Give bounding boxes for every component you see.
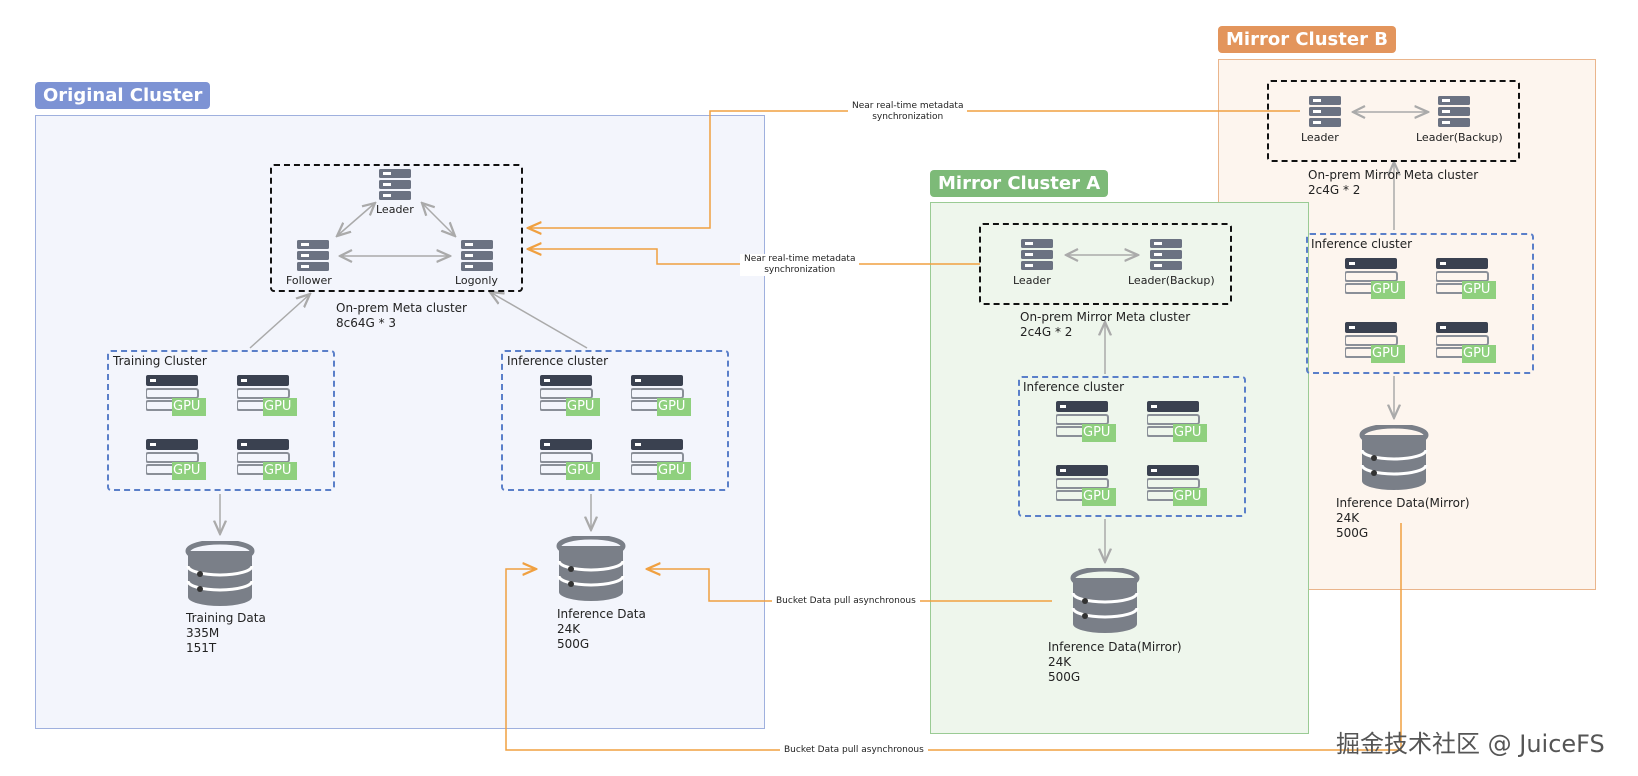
gpu-label: GPU: [173, 463, 201, 478]
gpu-label: GPU: [1463, 282, 1491, 297]
original-inference-cluster-box: [501, 350, 729, 491]
mirror-b-data-database-icon: [1359, 425, 1429, 490]
mirror-a-backup-label: Leader(Backup): [1128, 274, 1215, 287]
mirror-b-backup-label: Leader(Backup): [1416, 131, 1503, 144]
gpu-label: GPU: [1372, 346, 1400, 361]
gpu-label: GPU: [1372, 282, 1400, 297]
gpu-server-icon: GPU: [145, 374, 206, 416]
gpu-server-icon: GPU: [236, 438, 297, 480]
gpu-server-icon: GPU: [236, 374, 297, 416]
mirror-a-inference-cluster-box: [1018, 376, 1246, 517]
gpu-label: GPU: [567, 399, 595, 414]
gpu-server-icon: GPU: [1055, 400, 1116, 442]
original-cluster-panel: [35, 115, 765, 729]
training-data-database-icon: [185, 541, 255, 606]
gpu-server-icon: GPU: [145, 438, 206, 480]
gpu-label: GPU: [264, 399, 292, 414]
gpu-label: GPU: [264, 463, 292, 478]
gpu-label: GPU: [567, 463, 595, 478]
gpu-server-icon: GPU: [1146, 400, 1207, 442]
gpu-label: GPU: [1174, 425, 1202, 440]
mirror-a-data-database-icon: [1070, 568, 1140, 633]
gpu-server-icon: GPU: [1435, 257, 1496, 299]
gpu-server-icon: GPU: [539, 438, 600, 480]
mirror-a-meta-cluster-box: [979, 223, 1232, 305]
mirror-b-backup-server-icon: [1438, 96, 1470, 127]
gpu-server-icon: GPU: [630, 374, 691, 416]
mirror-a-inference-cluster-title: Inference cluster: [1023, 380, 1125, 394]
mirror-cluster-a-title: Mirror Cluster A: [930, 170, 1109, 197]
mirror-b-inference-cluster-box: [1306, 233, 1534, 374]
mirror-a-backup-server-icon: [1150, 239, 1182, 270]
gpu-server-icon: GPU: [1146, 464, 1207, 506]
follower-server-icon: [297, 240, 329, 271]
mirror-b-meta-cluster-box: [1267, 80, 1520, 162]
leader-server-icon: [379, 169, 411, 200]
gpu-server-icon: GPU: [1344, 257, 1405, 299]
training-cluster-box: [107, 350, 335, 491]
pull-mid-label: Bucket Data pull asynchronous: [772, 596, 920, 607]
mirror-b-leader-label: Leader: [1301, 131, 1339, 144]
mirror-cluster-b-title: Mirror Cluster B: [1218, 26, 1396, 53]
mirror-b-inference-cluster-title: Inference cluster: [1311, 237, 1413, 251]
pull-bottom-label: Bucket Data pull asynchronous: [780, 745, 928, 756]
gpu-label: GPU: [1083, 425, 1111, 440]
gpu-label: GPU: [658, 399, 686, 414]
gpu-server-icon: GPU: [539, 374, 600, 416]
mirror-a-leader-server-icon: [1021, 239, 1053, 270]
logonly-server-icon: [461, 240, 493, 271]
training-cluster-title: Training Cluster: [113, 354, 207, 368]
follower-label: Follower: [286, 274, 332, 287]
original-cluster-title: Original Cluster: [35, 82, 211, 109]
inference-data-database-icon: [556, 536, 626, 601]
gpu-label: GPU: [658, 463, 686, 478]
gpu-server-icon: GPU: [1055, 464, 1116, 506]
gpu-server-icon: GPU: [1435, 321, 1496, 363]
gpu-label: GPU: [173, 399, 201, 414]
watermark: 掘金技术社区 @ JuiceFS: [1336, 730, 1605, 758]
mirror-b-leader-server-icon: [1309, 96, 1341, 127]
leader-label: Leader: [376, 203, 414, 216]
mirror-a-leader-label: Leader: [1013, 274, 1051, 287]
gpu-label: GPU: [1463, 346, 1491, 361]
pull-bottom-line: [505, 523, 1402, 751]
gpu-label: GPU: [1174, 489, 1202, 504]
gpu-server-icon: GPU: [1344, 321, 1405, 363]
sync-top-line: [528, 110, 1300, 228]
original-meta-cluster-box: [270, 164, 523, 292]
gpu-server-icon: GPU: [630, 438, 691, 480]
original-inference-cluster-title: Inference cluster: [507, 354, 609, 368]
logonly-label: Logonly: [455, 274, 498, 287]
gpu-label: GPU: [1083, 489, 1111, 504]
